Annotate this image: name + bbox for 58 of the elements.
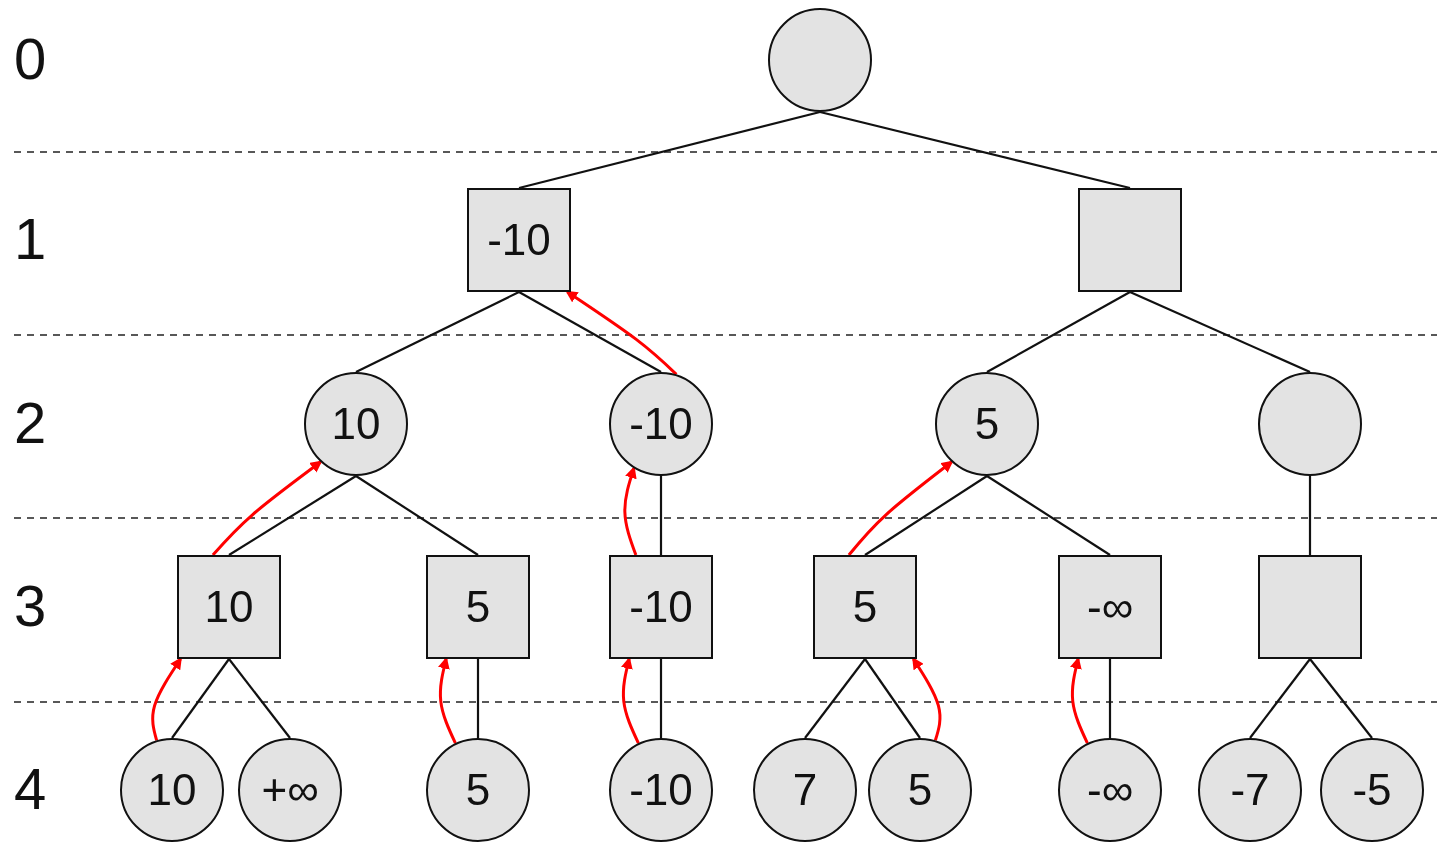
node-value: 5 — [974, 402, 1000, 446]
node-value: -10 — [629, 585, 693, 629]
arrow — [623, 466, 638, 556]
node-value: -10 — [629, 402, 693, 446]
tree-branch — [659, 476, 663, 555]
tree-branch — [1249, 658, 1311, 739]
square-node — [1078, 188, 1182, 292]
node-value: 10 — [331, 402, 381, 446]
tree-branch — [864, 475, 988, 556]
square-node — [1058, 555, 1162, 659]
node-value: -∞ — [1087, 585, 1133, 629]
level-number: 0 — [14, 30, 47, 88]
square-node — [813, 555, 917, 659]
level-number: 2 — [14, 394, 47, 452]
node-value: -5 — [1352, 768, 1392, 812]
tree-branch — [228, 658, 291, 739]
node-value: 7 — [792, 768, 818, 812]
tree-branch — [1308, 476, 1312, 555]
tree-branch — [476, 659, 480, 738]
tree-branch — [1108, 659, 1112, 738]
tree-branch — [864, 658, 921, 739]
tree-branch — [986, 291, 1131, 373]
node-value: 5 — [907, 768, 933, 812]
tree-branch — [819, 110, 1131, 190]
tree-branch — [355, 475, 479, 556]
tree-branch — [355, 291, 520, 373]
arrow — [565, 290, 678, 376]
node-value: -7 — [1230, 768, 1270, 812]
level-number: 1 — [14, 210, 47, 268]
tree-branch — [171, 658, 230, 739]
square-node — [1258, 555, 1362, 659]
node-value: 10 — [147, 768, 197, 812]
square-node — [426, 555, 530, 659]
square-node — [609, 555, 713, 659]
square-node — [467, 188, 571, 292]
node-value: -∞ — [1087, 768, 1133, 812]
arrow — [912, 657, 942, 741]
tree-branch — [1309, 658, 1373, 739]
node-value: 5 — [852, 585, 878, 629]
level-number: 3 — [14, 577, 47, 635]
tree-branch — [518, 110, 821, 190]
node-value: +∞ — [261, 768, 319, 812]
node-value: -10 — [629, 768, 693, 812]
tree-branch — [804, 658, 866, 739]
tree-branch — [228, 475, 357, 556]
node-value: 5 — [465, 768, 491, 812]
tree-branch — [1129, 291, 1311, 373]
node-value: 5 — [465, 585, 491, 629]
arrow — [211, 460, 323, 556]
node-value: -10 — [487, 218, 551, 262]
tree-branch — [518, 291, 662, 373]
arrow — [151, 657, 182, 741]
node-value: 10 — [204, 585, 254, 629]
arrow — [847, 460, 954, 556]
level-number: 4 — [14, 760, 47, 818]
tree-branch — [659, 659, 663, 738]
square-node — [177, 555, 281, 659]
tree-branch — [986, 475, 1111, 556]
